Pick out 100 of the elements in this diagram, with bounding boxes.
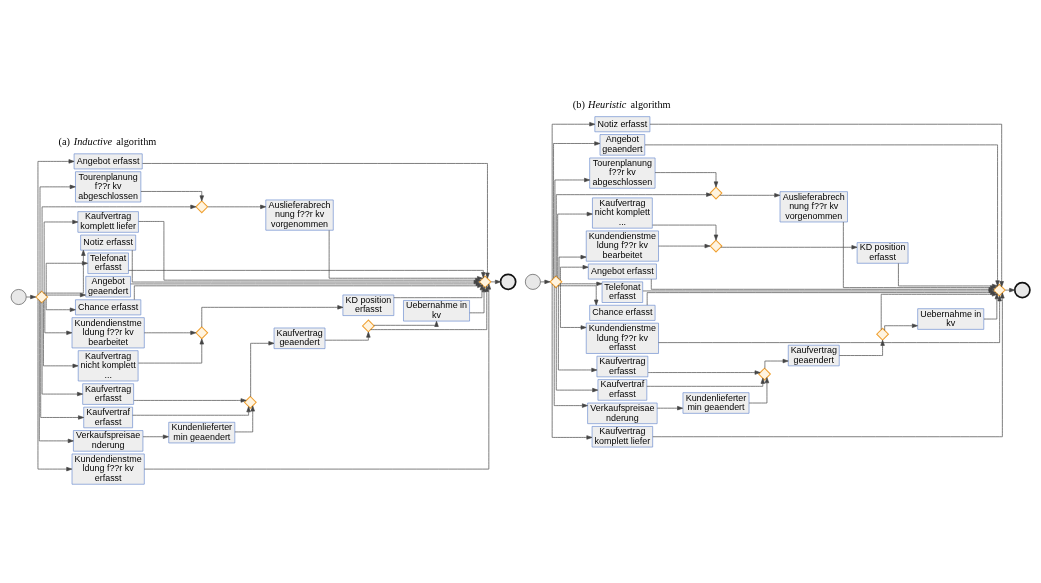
arrow [43,249,86,294]
arrow [646,377,765,387]
arrow [560,283,587,330]
arrow [132,406,251,416]
arrow [652,292,1005,438]
node-box: Kaufvertrag komplett liefer [591,426,653,448]
arrow [553,141,601,279]
arrow [144,330,197,335]
arrow [559,281,603,286]
arrow [490,279,501,284]
arrow [45,292,86,298]
arrow [45,261,88,296]
arrow [551,283,593,440]
node-diamond [243,395,257,409]
arrow [553,285,588,408]
node-diamond [195,200,209,214]
node-box: Kaufvertraf erfasst [83,406,133,429]
node-box: Kaufvertrag geaendert [273,327,326,349]
arrow [142,434,169,439]
node-box: Verkaufspreisae nderung [73,430,144,452]
arrow [555,287,599,393]
arrow [1005,287,1016,293]
arrow [138,221,482,283]
node-box: Kaufvertrag erfasst [596,355,649,378]
node-box: Kundendienstme ldung f??r kv erfasst [71,453,145,485]
node-box: Uebernahme in kv [917,308,985,330]
node-circle [1013,281,1031,299]
arrow [647,370,761,375]
node-circle [524,273,541,290]
arrow [540,279,551,284]
arrow [558,285,598,373]
arrow [719,193,781,198]
arrow [839,339,885,356]
node-box: Angebot geaendert [85,276,131,298]
arrow [551,122,596,280]
arrow [133,398,247,403]
arrow [207,204,267,209]
node-diamond [709,239,723,253]
arrow [324,331,371,341]
node-box: Uebernahme in kv [403,300,470,322]
node-box: Kaufvertrag nicht komplett ... [77,350,139,382]
arrow [39,184,76,294]
node-box: Kundendienstme ldung f??r kv erfasst [585,322,659,354]
node-box: Auslieferabrech nung f??r kv vorgenommen [265,199,334,231]
node-diamond [757,367,772,381]
node-box: Auslieferabrech nung f??r kv vorgenommen [779,191,848,223]
arrow [250,341,275,397]
arrow [748,377,770,404]
node-box: Kundendienstme ldung f??r kv bearbeitet [585,230,659,262]
arrow [43,300,79,368]
node-diamond [549,275,563,289]
arrow [654,172,719,188]
node-diamond [876,327,890,341]
arrow [720,245,858,250]
arrow [328,230,483,281]
node-circle [499,273,517,291]
arrow [40,301,84,420]
arrow [201,305,344,328]
arrow [557,285,599,306]
arrow [41,302,83,397]
node-box: Kaufvertrag nicht komplett ... [592,197,653,229]
node-diamond [35,290,49,304]
arrow [557,211,593,278]
label: (a) Inductive algorithm [58,136,157,148]
arrow [560,265,589,281]
node-box: KD position erfasst [342,294,395,316]
arrow [558,254,587,280]
arrow [373,321,439,327]
node-box: Telefonat erfasst [601,281,644,303]
arrow [140,191,204,202]
node-box: Chance erfasst [589,304,656,321]
arrow [658,295,1002,343]
arrow [393,284,485,299]
node-box: Chance erfasst [75,299,142,316]
node-box: Kaufvertrag geaendert [787,344,840,367]
arrow [646,290,997,306]
arrow [133,283,484,300]
node-box: Kundenlieferter min geaendert [682,392,750,414]
node-diamond [195,326,209,340]
arrow [38,300,74,444]
arrow [983,293,999,320]
node-box: Kundenlieferter min geaendert [168,421,236,444]
node-box: Tourenplanung f??r kv abgeschlossen [75,171,142,203]
node-circle [10,289,27,305]
arrow [764,358,789,369]
arrow [137,338,204,364]
node-box: Telefonat erfasst [87,252,129,274]
arrow [131,249,480,285]
arrow [26,294,37,300]
arrow [234,405,255,433]
node-box: Notiz erfasst [80,234,137,251]
arrow [37,298,73,472]
node-box: Verkaufspreisae nderung [587,402,658,424]
label: (b) Heuristic algorithm [572,99,671,111]
node-box: KD position erfasst [856,242,909,264]
node-box: Tourenplanung f??r kv abgeschlossen [589,157,656,189]
node-box: Angebot geaendert [599,134,646,156]
arrow [554,177,590,278]
node-diamond [709,186,723,200]
arrow [652,224,719,241]
